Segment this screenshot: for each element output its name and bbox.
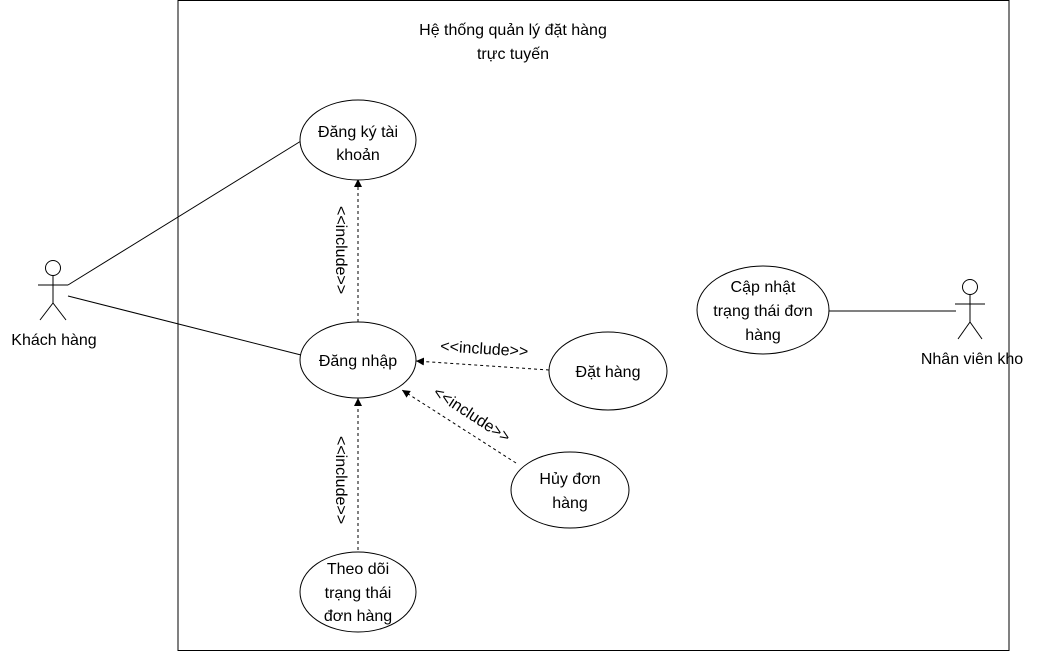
use-case-register[interactable]: Đăng ký tài khoản	[299, 99, 417, 181]
system-title-line1: Hệ thống quản lý đặt hàng	[419, 22, 607, 39]
actor-customer[interactable]: Khách hàng	[11, 260, 97, 350]
include-arrow-order-login	[415, 357, 550, 371]
use-case-track-order[interactable]: Theo dõi trạng thái đơn hàng	[299, 551, 417, 633]
use-case-track-order-line2: trạng thái	[325, 585, 392, 602]
include-label-register: <<include>>	[332, 206, 349, 294]
system-title-line2: trực tuyến	[477, 46, 549, 63]
actor-warehouse-staff-label: Nhân viên kho	[921, 351, 1023, 368]
include-relations	[354, 179, 550, 556]
stick-figure-icon	[955, 279, 985, 340]
include-label-order: <<include>>	[440, 338, 529, 360]
stick-figure-icon	[38, 260, 68, 321]
system-boundary: Hệ thống quản lý đặt hàng trực tuyến	[177, 0, 1010, 651]
actor-warehouse-staff[interactable]: Nhân viên kho	[921, 279, 1023, 369]
association-customer-login	[67, 295, 302, 356]
use-case-register-line2: khoản	[336, 147, 380, 164]
include-label-cancel: <<include>>	[430, 384, 513, 446]
use-case-order-label: Đặt hàng	[576, 364, 641, 381]
use-case-track-order-line3: đơn hàng	[324, 608, 392, 625]
use-case-cancel-order-line2: hàng	[552, 495, 588, 512]
use-case-update-status-line1: Cập nhật	[731, 279, 796, 296]
use-case-update-status-line2: trạng thái đơn	[713, 303, 812, 320]
use-case-track-order-line1: Theo dõi	[327, 561, 389, 578]
use-case-order[interactable]: Đặt hàng	[548, 331, 668, 411]
use-case-register-line1: Đăng ký tài	[318, 124, 398, 141]
use-case-update-status-line3: hàng	[745, 327, 781, 344]
use-case-update-status[interactable]: Cập nhật trạng thái đơn hàng	[696, 265, 830, 355]
use-case-cancel-order-line1: Hủy đơn	[539, 471, 600, 488]
include-arrow-cancel-login	[401, 389, 517, 464]
association-customer-register	[67, 140, 302, 286]
actor-customer-label: Khách hàng	[11, 332, 96, 349]
include-label-track: <<include>>	[332, 436, 349, 524]
associations	[67, 140, 956, 356]
use-case-cancel-order[interactable]: Hủy đơn hàng	[510, 451, 630, 529]
use-case-login-label: Đăng nhập	[319, 353, 397, 370]
use-case-login[interactable]: Đăng nhập	[299, 321, 417, 399]
